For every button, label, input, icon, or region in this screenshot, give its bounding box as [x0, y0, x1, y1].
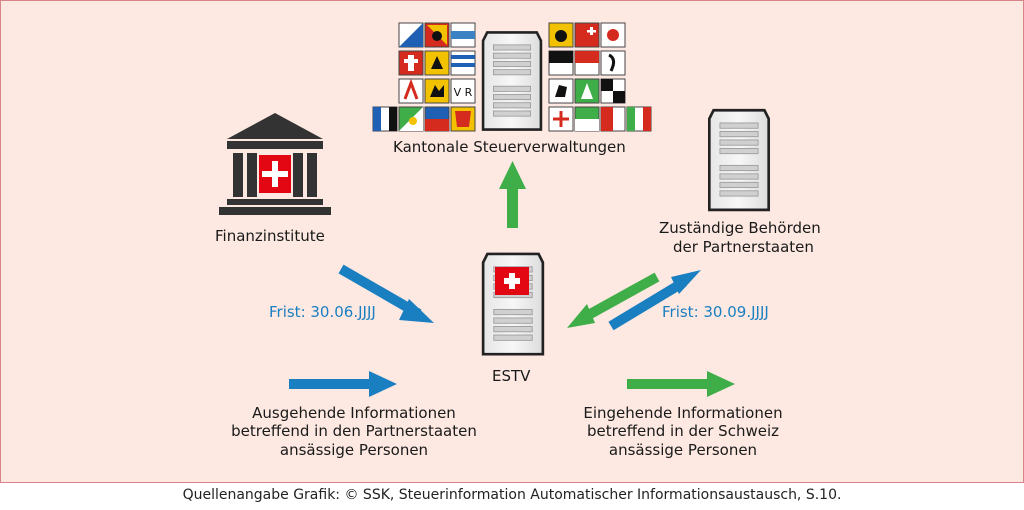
canton-flag-icon	[626, 106, 652, 132]
swiss-flag-icon	[495, 267, 529, 295]
server-icon-partner	[707, 108, 771, 212]
label-ausgehend-line3: ansässige Personen	[279, 441, 429, 459]
canton-flag-icon	[398, 22, 424, 48]
canton-flag-icon	[372, 106, 398, 132]
canton-flag-icon	[424, 106, 450, 132]
legend-arrow-outgoing-blue	[289, 371, 397, 397]
canton-flag-icon	[574, 78, 600, 104]
label-eingehend-line3: ansässige Personen	[608, 441, 758, 459]
canton-flag-icon	[450, 22, 476, 48]
canton-flag-icon	[600, 50, 626, 76]
canton-flag-icon	[548, 106, 574, 132]
label-partner-line1: Zuständige Behörden	[659, 219, 821, 237]
canton-flag-icon	[424, 50, 450, 76]
diagram-panel: V R	[0, 0, 1024, 483]
canton-flag-icon	[398, 106, 424, 132]
canton-flag-icon	[600, 22, 626, 48]
canton-flag-icon	[574, 50, 600, 76]
label-ausgehend-line2: betreffend in den Partnerstaaten	[231, 422, 477, 440]
canton-flag-icon: V R	[450, 78, 476, 104]
canton-flag-icon	[450, 106, 476, 132]
diagram-svg: V R	[219, 22, 771, 397]
canton-flag-icon	[548, 22, 574, 48]
arrow-finanz-to-estv	[338, 264, 434, 323]
arrow-estv-to-partner-blue	[608, 270, 701, 331]
canton-flag-icon	[398, 78, 424, 104]
canton-flag-icon	[424, 22, 450, 48]
label-partner-line2: der Partnerstaaten	[673, 238, 814, 256]
label-eingehend-line1: Eingehende Informationen	[583, 404, 783, 422]
canton-flag-icon	[600, 78, 626, 104]
canton-flag-icon	[424, 78, 450, 104]
server-icon-cantonal	[481, 31, 543, 131]
svg-text:V R: V R	[454, 86, 473, 99]
label-kantonale-steuerverwaltungen: Kantonale Steuerverwaltungen	[393, 138, 626, 156]
canton-flags-right	[548, 22, 652, 132]
canton-flag-icon	[548, 50, 574, 76]
label-finanzinstitute: Finanzinstitute	[215, 227, 325, 245]
source-caption: Quellenangabe Grafik: © SSK, Steuerinfor…	[182, 487, 842, 503]
arrow-partner-to-estv-green	[567, 272, 660, 328]
canton-flags-left: V R	[372, 22, 476, 132]
canton-flag-icon	[574, 22, 600, 48]
label-eingehend-line2: betreffend in der Schweiz	[587, 422, 779, 440]
canton-flag-icon	[574, 106, 600, 132]
canton-flag-icon	[600, 106, 626, 132]
canton-flag-icon	[398, 50, 424, 76]
label-estv: ESTV	[492, 367, 531, 385]
legend-arrow-incoming-green	[627, 371, 735, 397]
label-ausgehend-line1: Ausgehende Informationen	[252, 404, 456, 422]
canton-flag-icon	[450, 50, 476, 76]
arrow-up-green	[499, 161, 526, 228]
label-frist-left: Frist: 30.06.JJJJ	[269, 303, 376, 321]
canton-flag-icon	[548, 78, 574, 104]
bank-building-icon	[219, 113, 331, 215]
label-frist-right: Frist: 30.09.JJJJ	[662, 303, 769, 321]
